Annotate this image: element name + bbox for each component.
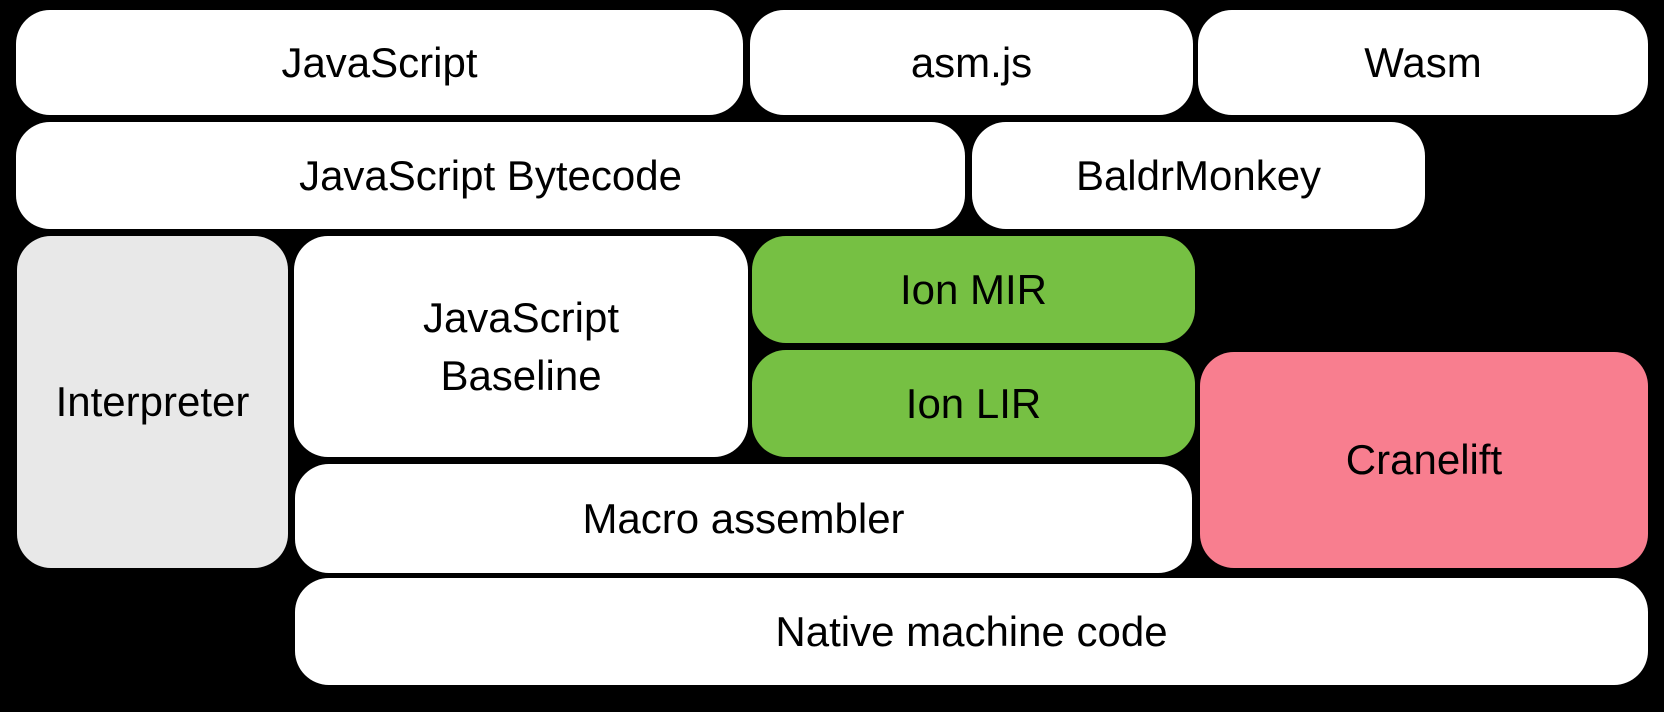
box-asm-js: asm.js (750, 10, 1193, 115)
box-javascript-label: JavaScript (281, 38, 478, 86)
box-cranelift-label: Cranelift (1345, 436, 1503, 484)
box-wasm-label: Wasm (1364, 38, 1482, 86)
box-interpreter: Interpreter (17, 236, 288, 568)
box-native-machine-code: Native machine code (295, 578, 1648, 685)
box-interpreter-label: Interpreter (55, 378, 250, 426)
box-cranelift: Cranelift (1200, 352, 1648, 568)
box-javascript-bytecode: JavaScript Bytecode (16, 122, 965, 229)
box-javascript-baseline: JavaScript Baseline (294, 236, 748, 457)
box-ion-mir: Ion MIR (752, 236, 1195, 343)
box-baldrmonkey: BaldrMonkey (972, 122, 1425, 229)
box-ion-lir: Ion LIR (752, 350, 1195, 457)
box-wasm: Wasm (1198, 10, 1648, 115)
box-asm-js-label: asm.js (910, 38, 1033, 86)
box-macro-assembler: Macro assembler (295, 464, 1192, 573)
box-javascript-baseline-label: JavaScript Baseline (422, 293, 620, 399)
box-javascript-bytecode-label: JavaScript Bytecode (299, 151, 682, 199)
box-ion-lir-label: Ion LIR (905, 379, 1042, 427)
box-macro-assembler-label: Macro assembler (582, 494, 905, 542)
box-javascript: JavaScript (16, 10, 743, 115)
box-ion-mir-label: Ion MIR (899, 265, 1048, 313)
box-native-machine-code-label: Native machine code (775, 607, 1168, 655)
box-baldrmonkey-label: BaldrMonkey (1075, 151, 1322, 199)
